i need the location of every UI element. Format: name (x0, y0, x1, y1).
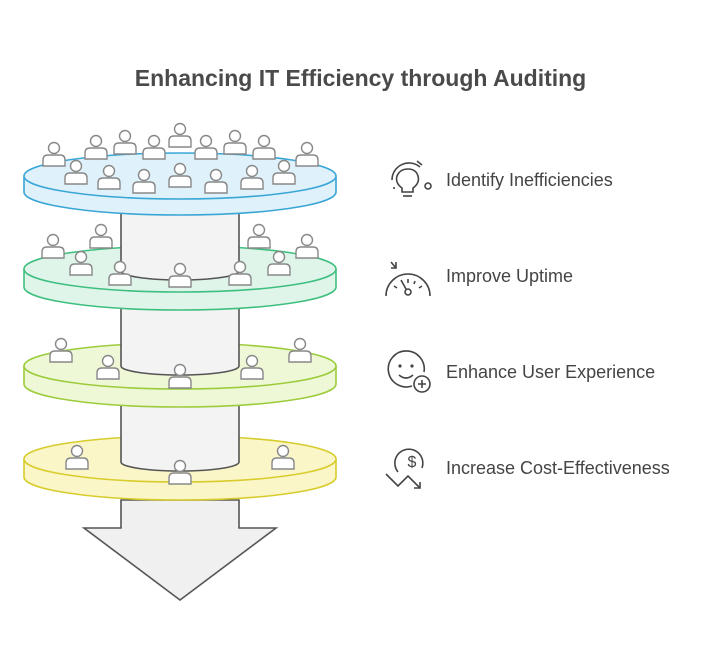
level-2-label: Improve Uptime (446, 266, 574, 286)
column-segment-2 (120, 300, 240, 376)
lightbulb-icon (391, 160, 432, 197)
dollar-down-icon: $ (385, 448, 424, 489)
svg-text:$: $ (408, 454, 417, 471)
level-1-label: Identify Inefficiencies (446, 170, 613, 190)
level-4-label: Increase Cost-Effectiveness (446, 458, 670, 478)
page-title: Enhancing IT Efficiency through Auditing (134, 65, 587, 92)
level-3-label: Enhance User Experience (446, 362, 656, 382)
speedometer-icon (385, 261, 431, 297)
down-arrow (81, 499, 279, 601)
smiley-plus-icon (387, 350, 431, 393)
